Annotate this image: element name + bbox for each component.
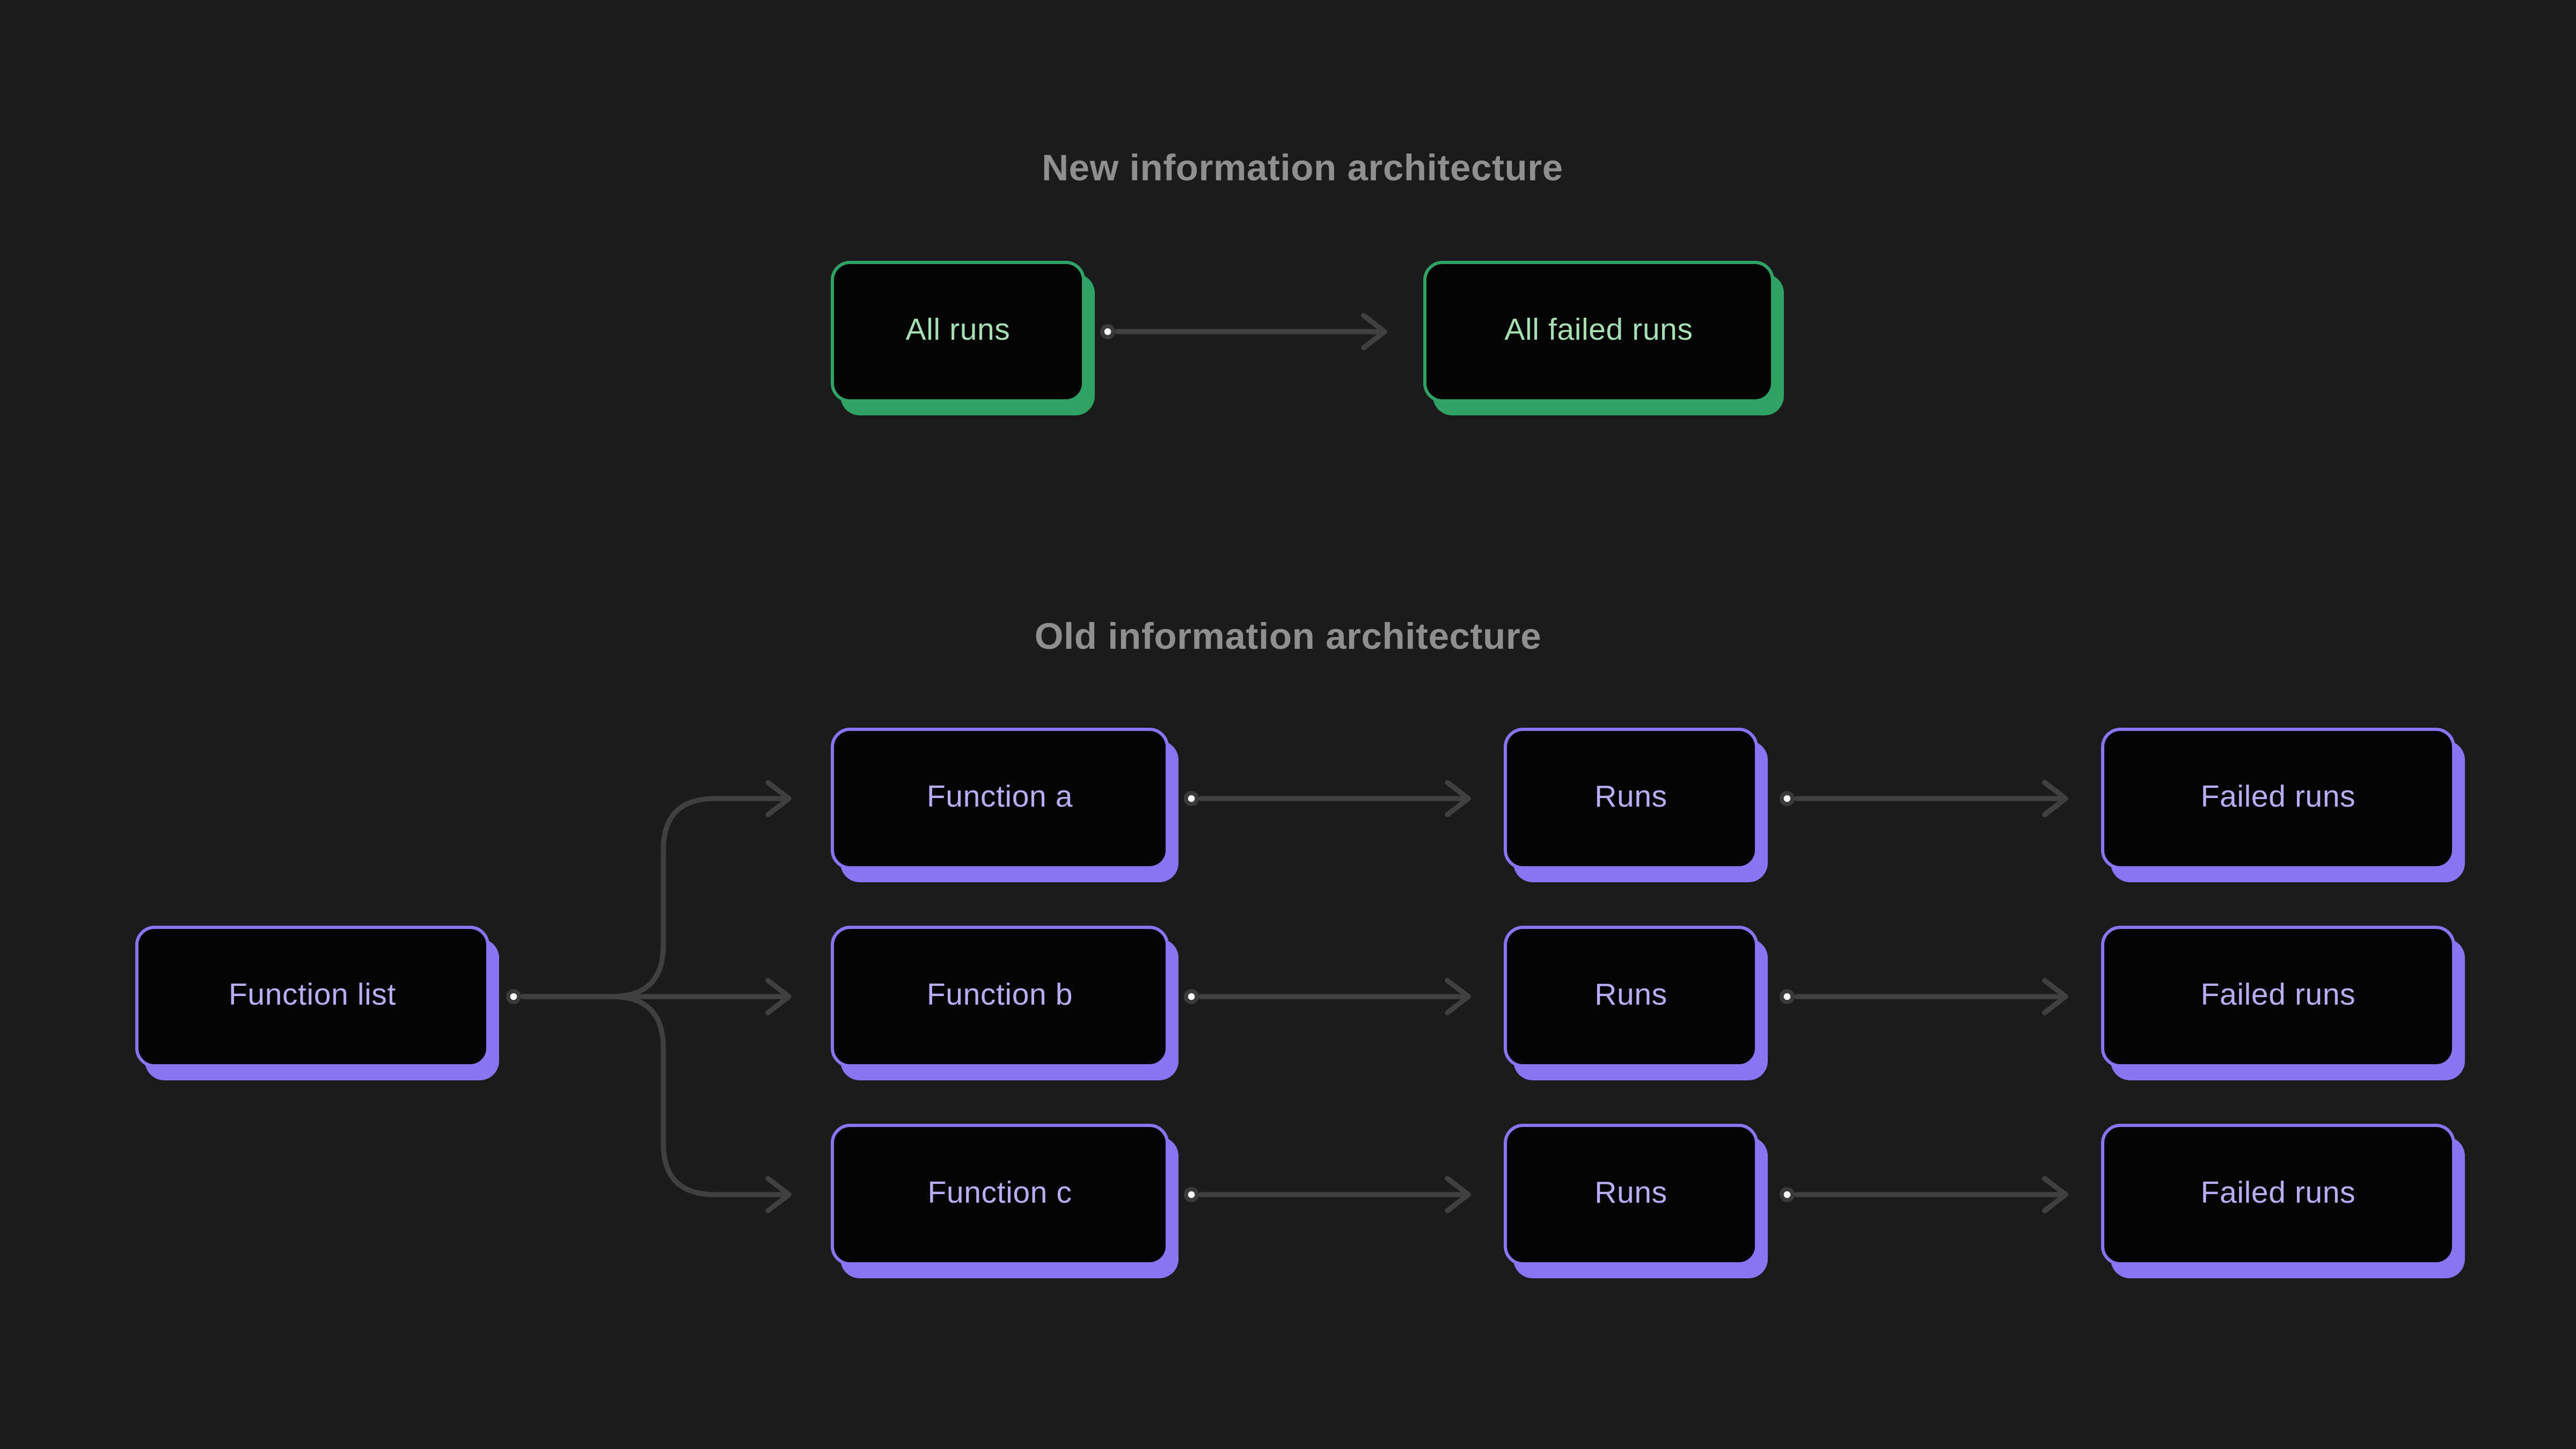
node-function-a-label: Function a <box>926 781 1073 815</box>
node-function-c-label: Function c <box>927 1177 1072 1211</box>
node-runs-c: Runs <box>1504 1124 1758 1265</box>
connector-dot-icon <box>1779 989 1795 1005</box>
connector-dot-icon <box>1183 791 1199 807</box>
connector-dot-icon <box>1779 1187 1795 1203</box>
arrowhead-icon <box>2042 780 2068 817</box>
connector-runs-a-to-failed-runs <box>1779 780 2068 817</box>
arrowhead-icon <box>1445 1176 1471 1213</box>
node-all-failed-runs: All failed runs <box>1423 261 1774 402</box>
connector-function-a-to-runs <box>1183 780 1471 817</box>
arrowhead-icon <box>1361 313 1387 350</box>
connector-line <box>521 796 788 999</box>
section-title-new: New information architecture <box>1042 147 1563 188</box>
node-all-runs-label: All runs <box>905 314 1011 348</box>
connector-dot-icon <box>506 989 522 1005</box>
section-title-old: Old information architecture <box>1034 615 1542 657</box>
connector-function-list-to-function-a <box>506 780 792 1005</box>
node-all-failed-runs-label: All failed runs <box>1504 314 1693 348</box>
connector-line <box>521 994 788 1197</box>
node-failed-runs-a-label: Failed runs <box>2200 781 2356 815</box>
connector-runs-c-to-failed-runs <box>1779 1176 2068 1213</box>
arrowhead-icon <box>1445 978 1471 1015</box>
node-runs-a-label: Runs <box>1594 781 1667 815</box>
node-failed-runs-c: Failed runs <box>2101 1124 2455 1265</box>
node-failed-runs-b: Failed runs <box>2101 926 2455 1067</box>
connector-dot-icon <box>1779 791 1795 807</box>
arrowhead-icon <box>2042 978 2068 1015</box>
arrowhead-icon <box>765 1176 792 1213</box>
connector-all-runs-to-all-failed-runs <box>1100 313 1387 350</box>
node-failed-runs-c-label: Failed runs <box>2200 1177 2356 1211</box>
node-runs-a: Runs <box>1504 728 1758 869</box>
node-failed-runs-b-label: Failed runs <box>2200 979 2356 1013</box>
connector-dot-icon <box>1100 324 1116 340</box>
arrowhead-icon <box>765 780 792 817</box>
node-function-b: Function b <box>831 926 1169 1067</box>
connector-function-list-to-function-c <box>521 994 792 1213</box>
arrowhead-icon <box>765 978 792 1015</box>
node-runs-b: Runs <box>1504 926 1758 1067</box>
arrowhead-icon <box>1445 780 1471 817</box>
node-all-runs: All runs <box>831 261 1085 402</box>
connector-runs-b-to-failed-runs <box>1779 978 2068 1015</box>
node-function-a: Function a <box>831 728 1169 869</box>
node-function-list-label: Function list <box>229 979 396 1013</box>
arrowhead-icon <box>2042 1176 2068 1213</box>
node-function-b-label: Function b <box>926 979 1073 1013</box>
node-runs-c-label: Runs <box>1594 1177 1667 1211</box>
connector-dot-icon <box>1183 989 1199 1005</box>
connector-function-b-to-runs <box>1183 978 1471 1015</box>
node-runs-b-label: Runs <box>1594 979 1667 1013</box>
connector-function-c-to-runs <box>1183 1176 1471 1213</box>
node-function-list: Function list <box>135 926 489 1067</box>
connector-dot-icon <box>1183 1187 1199 1203</box>
node-failed-runs-a: Failed runs <box>2101 728 2455 869</box>
node-function-c: Function c <box>831 1124 1169 1265</box>
